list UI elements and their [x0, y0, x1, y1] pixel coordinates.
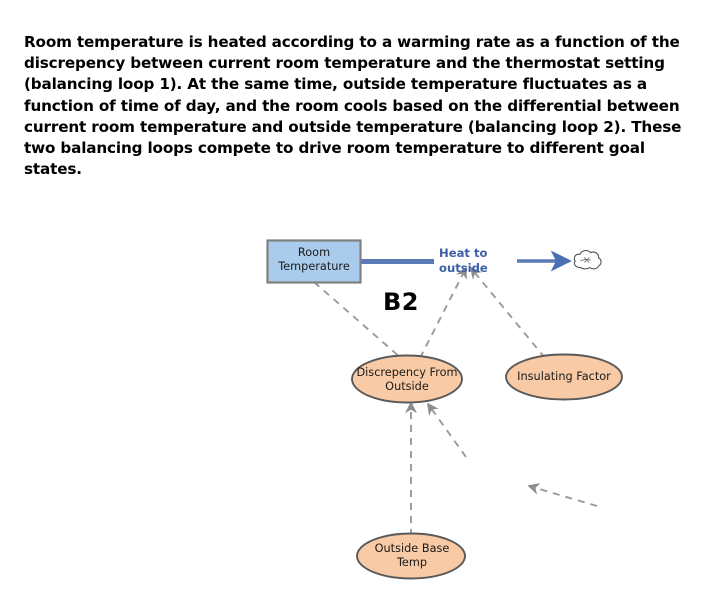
node-outside-base-temp[interactable]: [356, 532, 466, 580]
cloud-sink-icon: [573, 250, 602, 270]
link-insulating-factor-to-heat-flow: [469, 266, 546, 359]
description-paragraph: Room temperature is heated according to …: [24, 33, 682, 179]
flow-label-heat-to-outside: Heat to outside: [439, 246, 488, 275]
link-incoming-to-discrepency: [427, 402, 467, 458]
link-room-temperature-to-discrepency: [313, 281, 411, 367]
node-insulating-factor[interactable]: [505, 353, 623, 401]
node-room-temperature[interactable]: [266, 239, 362, 284]
link-truncated-lower-right: [527, 483, 598, 507]
link-discrepency-to-heat-flow: [419, 266, 467, 359]
node-discrepency-from-outside[interactable]: [351, 354, 463, 404]
balancing-loop-label-b2: B2: [383, 288, 419, 316]
